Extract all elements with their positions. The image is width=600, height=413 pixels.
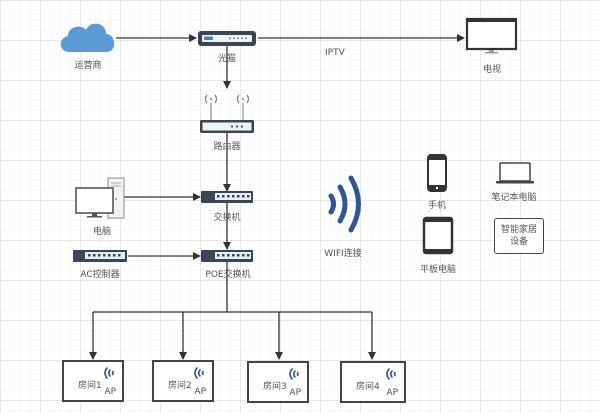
room-ap-box: 房间4 AP: [340, 361, 406, 403]
monitor-icon: [465, 17, 518, 54]
phone-label: 手机: [427, 201, 447, 211]
laptop-label: 笔记本电脑: [491, 193, 537, 203]
router-icon: [200, 94, 254, 133]
wifi-ap-icon: [104, 367, 114, 379]
phone-icon: [427, 154, 447, 192]
iptv-edge-label: IPTV: [325, 48, 345, 58]
room-ap-box: 房间2 AP: [152, 360, 214, 402]
laptop-icon: [496, 162, 534, 184]
ap-label: AP: [104, 387, 116, 397]
room-name: 房间1: [78, 381, 102, 391]
ac-controller-icon: [73, 250, 127, 262]
wifi-label: WIFI连接: [324, 249, 362, 259]
poe-switch-icon: [201, 250, 253, 262]
router-label: 路由器: [213, 142, 241, 152]
ap-label: AP: [289, 388, 301, 398]
modem-label: 光猫: [217, 54, 237, 64]
poe-switch-label: POE交换机: [205, 270, 251, 280]
switch-icon: [201, 191, 253, 203]
wifi-signal-icon: [328, 175, 361, 233]
room-ap-box: 房间3 AP: [247, 361, 309, 403]
wifi-ap-icon: [289, 368, 299, 380]
desktop-pc-icon: [75, 177, 125, 219]
wifi-ap-icon: [194, 367, 204, 379]
room-ap-box: 房间1 AP: [62, 360, 124, 402]
switch-label: 交换机: [213, 213, 241, 223]
smart-home-label-line1: 智能家居: [500, 225, 537, 235]
pc-label: 电脑: [92, 227, 112, 237]
smart-home-label-line2: 设备: [509, 237, 528, 247]
room-name: 房间4: [356, 382, 380, 392]
tablet-icon: [422, 216, 454, 255]
room-name: 房间2: [168, 381, 192, 391]
cloud-icon: [60, 23, 115, 52]
wifi-ap-icon: [386, 368, 396, 380]
room-name: 房间3: [263, 382, 287, 392]
isp-label: 运营商: [74, 61, 102, 71]
modem-icon: [198, 31, 256, 46]
tablet-label: 平板电脑: [419, 265, 457, 275]
ac-controller-label: AC控制器: [80, 270, 120, 280]
tv-label: 电视: [482, 65, 502, 75]
ap-label: AP: [386, 388, 398, 398]
ap-label: AP: [194, 387, 206, 397]
smart-home-device-box: 智能家居 设备: [494, 218, 544, 254]
